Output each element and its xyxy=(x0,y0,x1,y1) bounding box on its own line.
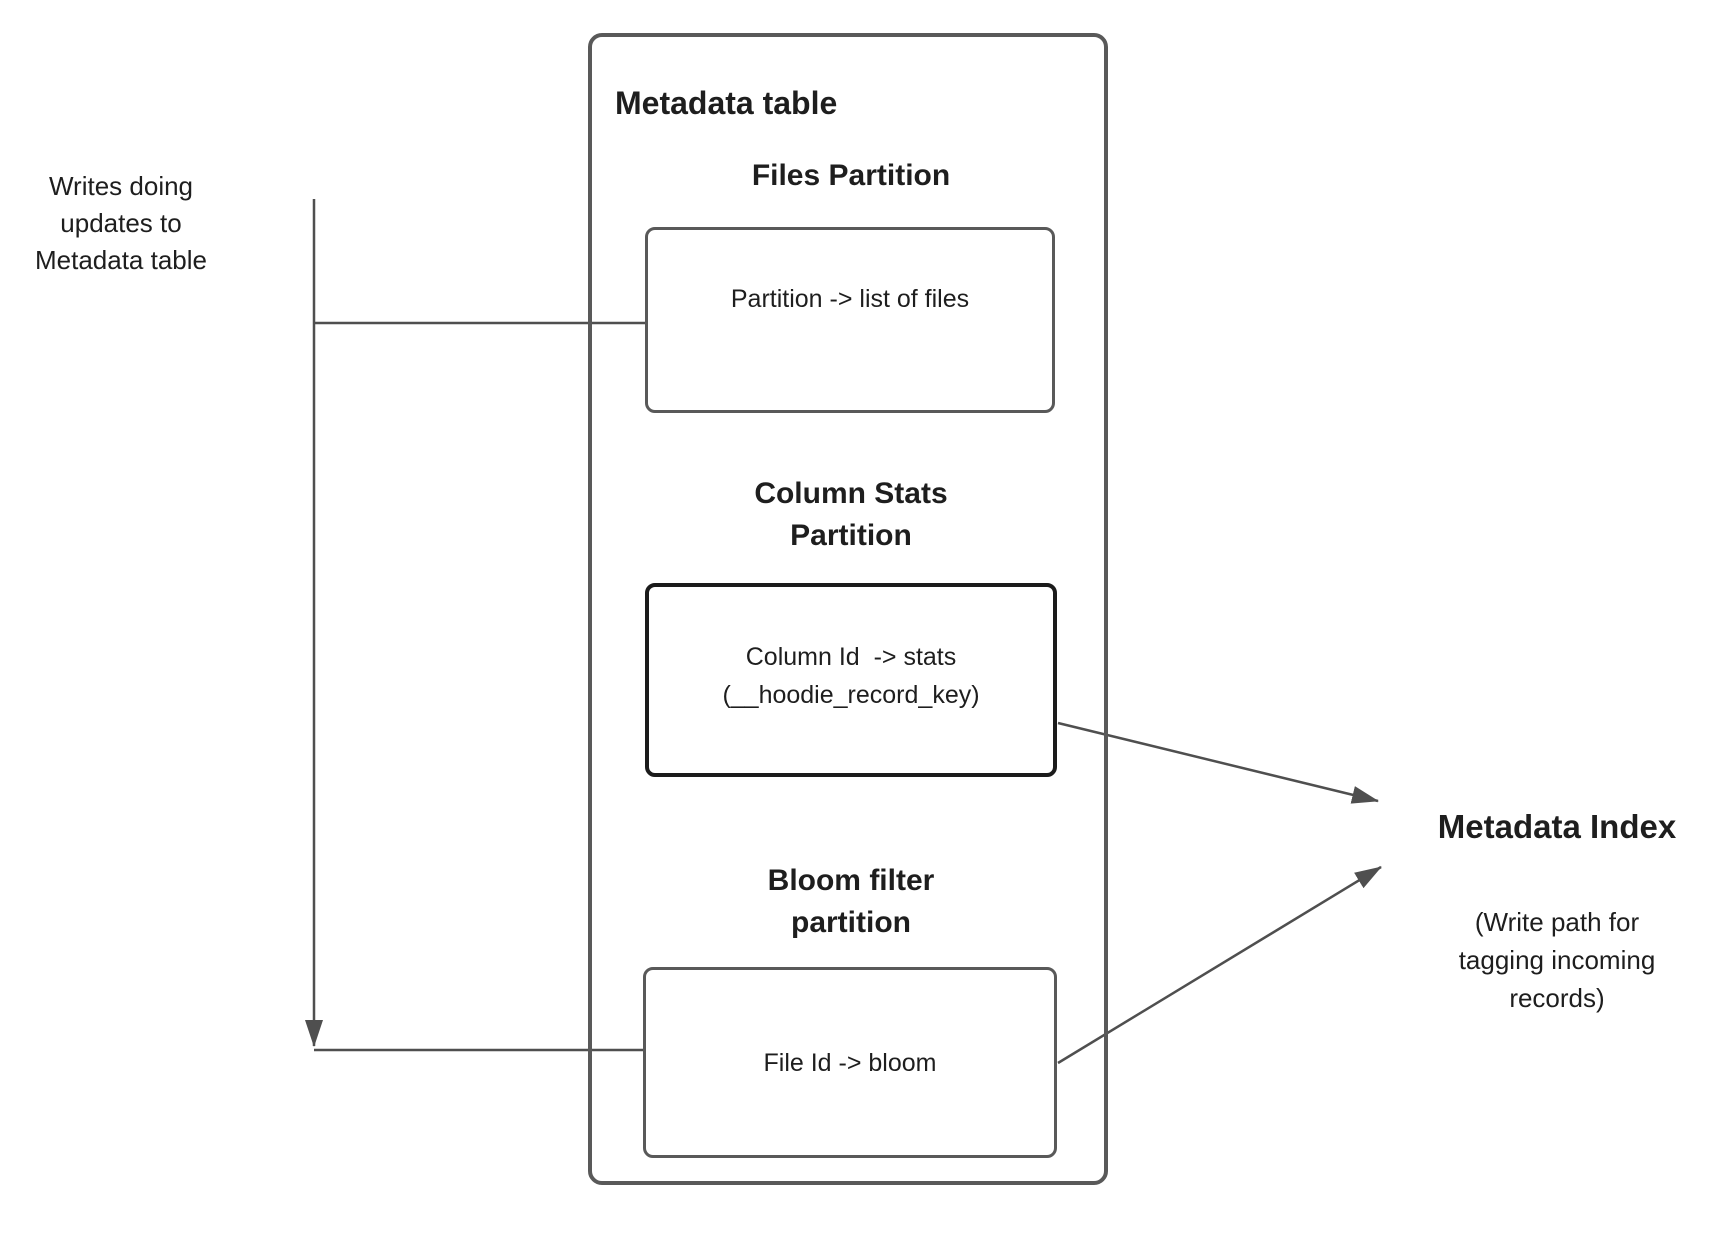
metadata-index-group: Metadata Index (Write path for tagging i… xyxy=(1377,807,1718,1017)
metadata-index-title: Metadata Index xyxy=(1437,808,1677,845)
bloom-filter-heading: Bloom filter partition xyxy=(767,864,935,939)
writes-note: Writes doing updates to Metadata table xyxy=(34,171,207,275)
bloom-filter-mapping: File Id -> bloom xyxy=(763,1048,937,1077)
column-stats-mapping: Column Id -> stats xyxy=(745,643,957,671)
column-stats-mapping-detail: (__hoodie_record_key) xyxy=(722,681,980,709)
metadata-index-subtitle: (Write path for tagging incoming records… xyxy=(1458,907,1656,1013)
metadata-table-box xyxy=(588,33,1108,1185)
stats-to-index-arrow xyxy=(1057,721,1379,804)
bloom-filter-box: File Id -> bloom xyxy=(643,967,1057,1158)
column-stats-box: Column Id -> stats (__hoodie_record_key) xyxy=(645,583,1057,777)
files-partition-mapping: Partition -> list of files xyxy=(730,285,970,313)
files-partition-box: Partition -> list of files xyxy=(645,227,1055,413)
files-partition-heading: Files Partition xyxy=(751,159,951,192)
column-stats-heading: Column Stats Partition xyxy=(754,477,948,552)
bloom-to-index-arrow xyxy=(1057,865,1382,1065)
metadata-table-title: Metadata table xyxy=(615,85,838,121)
